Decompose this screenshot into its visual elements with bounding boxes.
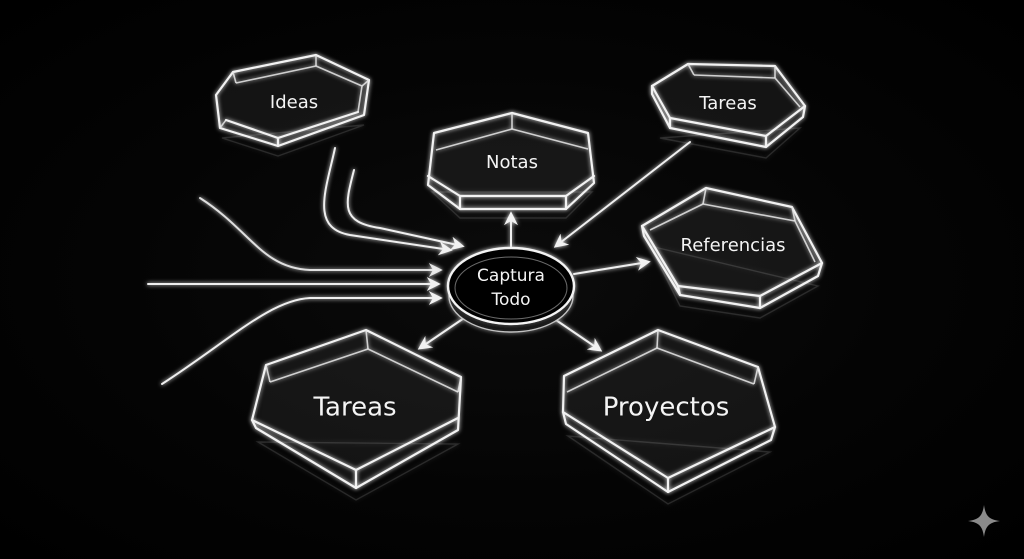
flow-lines	[147, 141, 691, 385]
flow-tareas-top	[553, 141, 691, 248]
flow-to-referencias	[573, 256, 651, 275]
flow-left-1	[199, 197, 443, 277]
center-node[interactable]	[446, 246, 576, 333]
flow-ideas-1	[323, 147, 453, 256]
flow-left-4	[161, 291, 443, 385]
sparkle-icon	[968, 505, 1000, 537]
node-label-tareas-top: Tareas	[698, 93, 757, 114]
node-ideas[interactable]	[214, 53, 371, 157]
node-proyectos[interactable]	[561, 328, 777, 505]
center-label-line2: Todo	[490, 290, 530, 310]
node-referencias[interactable]	[640, 186, 824, 319]
flow-to-tareas-bottom	[417, 313, 471, 350]
center-label-line1: Captura	[477, 266, 545, 286]
node-label-tareas-bottom: Tareas	[312, 393, 396, 423]
node-tareas-top[interactable]	[650, 62, 807, 159]
node-label-referencias: Referencias	[681, 235, 786, 256]
node-label-proyectos: Proyectos	[603, 393, 730, 423]
node-label-ideas: Ideas	[270, 92, 318, 113]
node-label-notas: Notas	[486, 152, 538, 173]
node-tareas-bottom[interactable]	[250, 328, 463, 501]
node-notas[interactable]	[426, 111, 596, 219]
flow-ideas-2	[346, 169, 465, 251]
flow-to-proyectos	[552, 317, 603, 352]
